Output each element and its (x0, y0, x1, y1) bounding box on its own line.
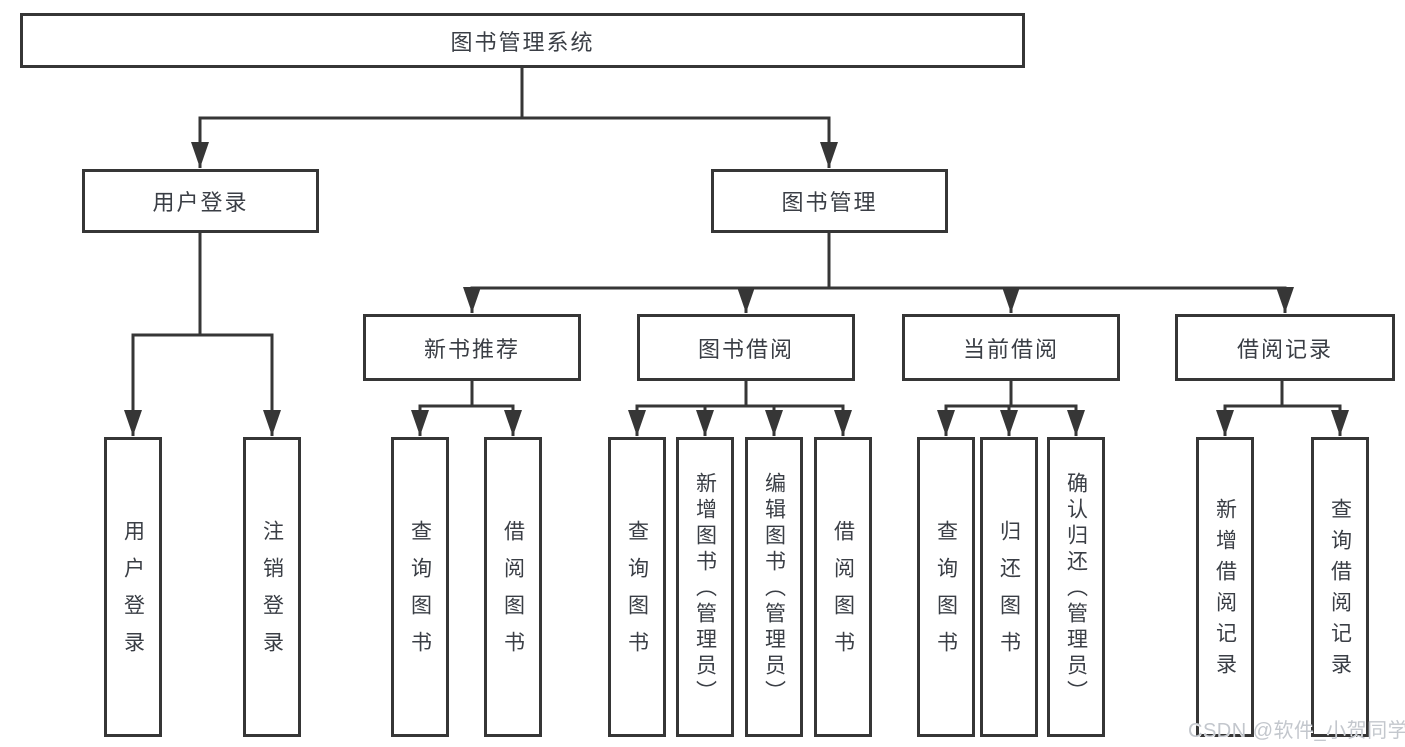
connector-book-management-children (463, 233, 1294, 313)
leaf-edit-book-admin: 编辑图书（管理员） (745, 437, 803, 737)
leaf-label: 注销登录 (260, 520, 284, 668)
leaf-label: 查询图书 (934, 520, 958, 668)
leaf-logout: 注销登录 (243, 437, 301, 737)
leaf-label: 借阅图书 (501, 520, 525, 668)
connector-current-borrowing-children (937, 381, 1085, 436)
node-user-login: 用户登录 (82, 169, 319, 233)
leaf-label: 借阅图书 (831, 520, 855, 668)
leaf-query-borrow-record: 查询借阅记录 (1311, 437, 1369, 737)
leaf-add-borrow-record: 新增借阅记录 (1196, 437, 1254, 737)
node-borrowing-records: 借阅记录 (1175, 314, 1395, 381)
leaf-borrow-books-borrowing: 借阅图书 (814, 437, 872, 737)
leaf-user-login: 用户登录 (104, 437, 162, 737)
node-library-system: 图书管理系统 (20, 13, 1025, 68)
leaf-label: 新增图书（管理员） (693, 472, 717, 706)
connector-user-login-children (124, 233, 281, 436)
leaf-label: 归还图书 (997, 520, 1021, 668)
node-new-book-recommend: 新书推荐 (363, 314, 581, 381)
leaf-add-book-admin: 新增图书（管理员） (676, 437, 734, 737)
watermark: CSDN @软件_小贺同学 (1188, 720, 1405, 742)
connector-new-book-recommend-children (411, 381, 522, 436)
leaf-label: 用户登录 (121, 520, 145, 668)
node-book-management: 图书管理 (711, 169, 948, 233)
leaf-query-books-borrowing: 查询图书 (608, 437, 666, 737)
leaf-return-book: 归还图书 (980, 437, 1038, 737)
leaf-query-books-recommend: 查询图书 (391, 437, 449, 737)
leaf-confirm-return-admin: 确认归还（管理员） (1047, 437, 1105, 737)
node-book-borrowing: 图书借阅 (637, 314, 855, 381)
connector-borrowing-records-children (1216, 381, 1349, 436)
leaf-label: 查询借阅记录 (1328, 498, 1352, 684)
leaf-label: 确认归还（管理员） (1064, 472, 1088, 706)
leaf-label: 查询图书 (625, 520, 649, 668)
connector-book-borrowing-children (628, 381, 852, 436)
connector-root-to-level2 (191, 68, 838, 168)
leaf-label: 编辑图书（管理员） (762, 472, 786, 706)
leaf-borrow-books-recommend: 借阅图书 (484, 437, 542, 737)
leaf-query-books-current: 查询图书 (917, 437, 975, 737)
leaf-label: 新增借阅记录 (1213, 498, 1237, 684)
node-current-borrowing: 当前借阅 (902, 314, 1120, 381)
leaf-label: 查询图书 (408, 520, 432, 668)
